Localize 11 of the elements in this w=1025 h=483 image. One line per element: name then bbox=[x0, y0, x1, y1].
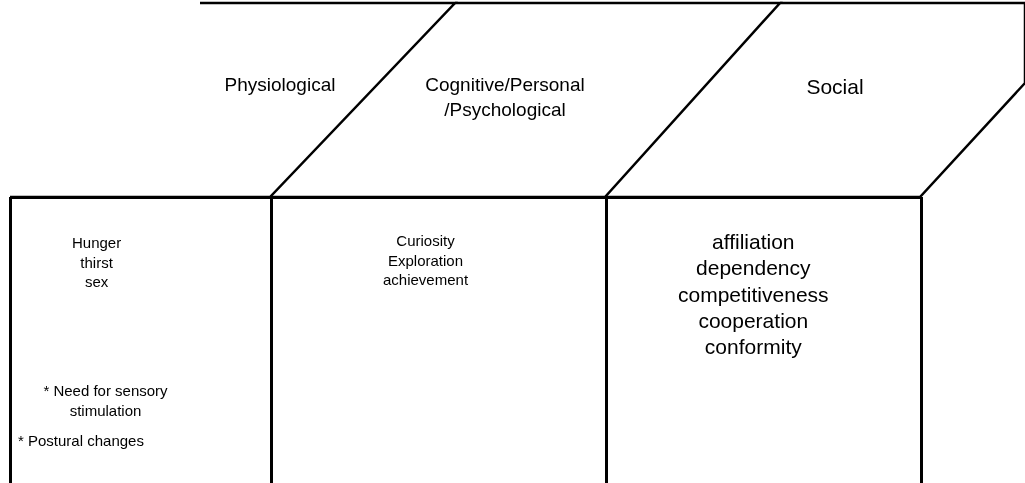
list-text: Curiosity Exploration achievement bbox=[383, 231, 469, 290]
heading-text: Social bbox=[805, 74, 865, 100]
list-text: affiliation dependency competitiveness cooperation conformity bbox=[678, 229, 829, 360]
top-face bbox=[605, 3, 1025, 200]
heading-text: Physiological bbox=[223, 73, 337, 97]
heading-text: Cognitive/Personal /Psychological bbox=[424, 73, 586, 122]
list-text: Hunger thirst sex bbox=[72, 233, 122, 292]
front-panel bbox=[9, 197, 273, 483]
note-text: * Postural changes bbox=[18, 431, 145, 451]
front-panel bbox=[605, 197, 923, 483]
note-text: * Need for sensory stimulation bbox=[42, 381, 169, 420]
